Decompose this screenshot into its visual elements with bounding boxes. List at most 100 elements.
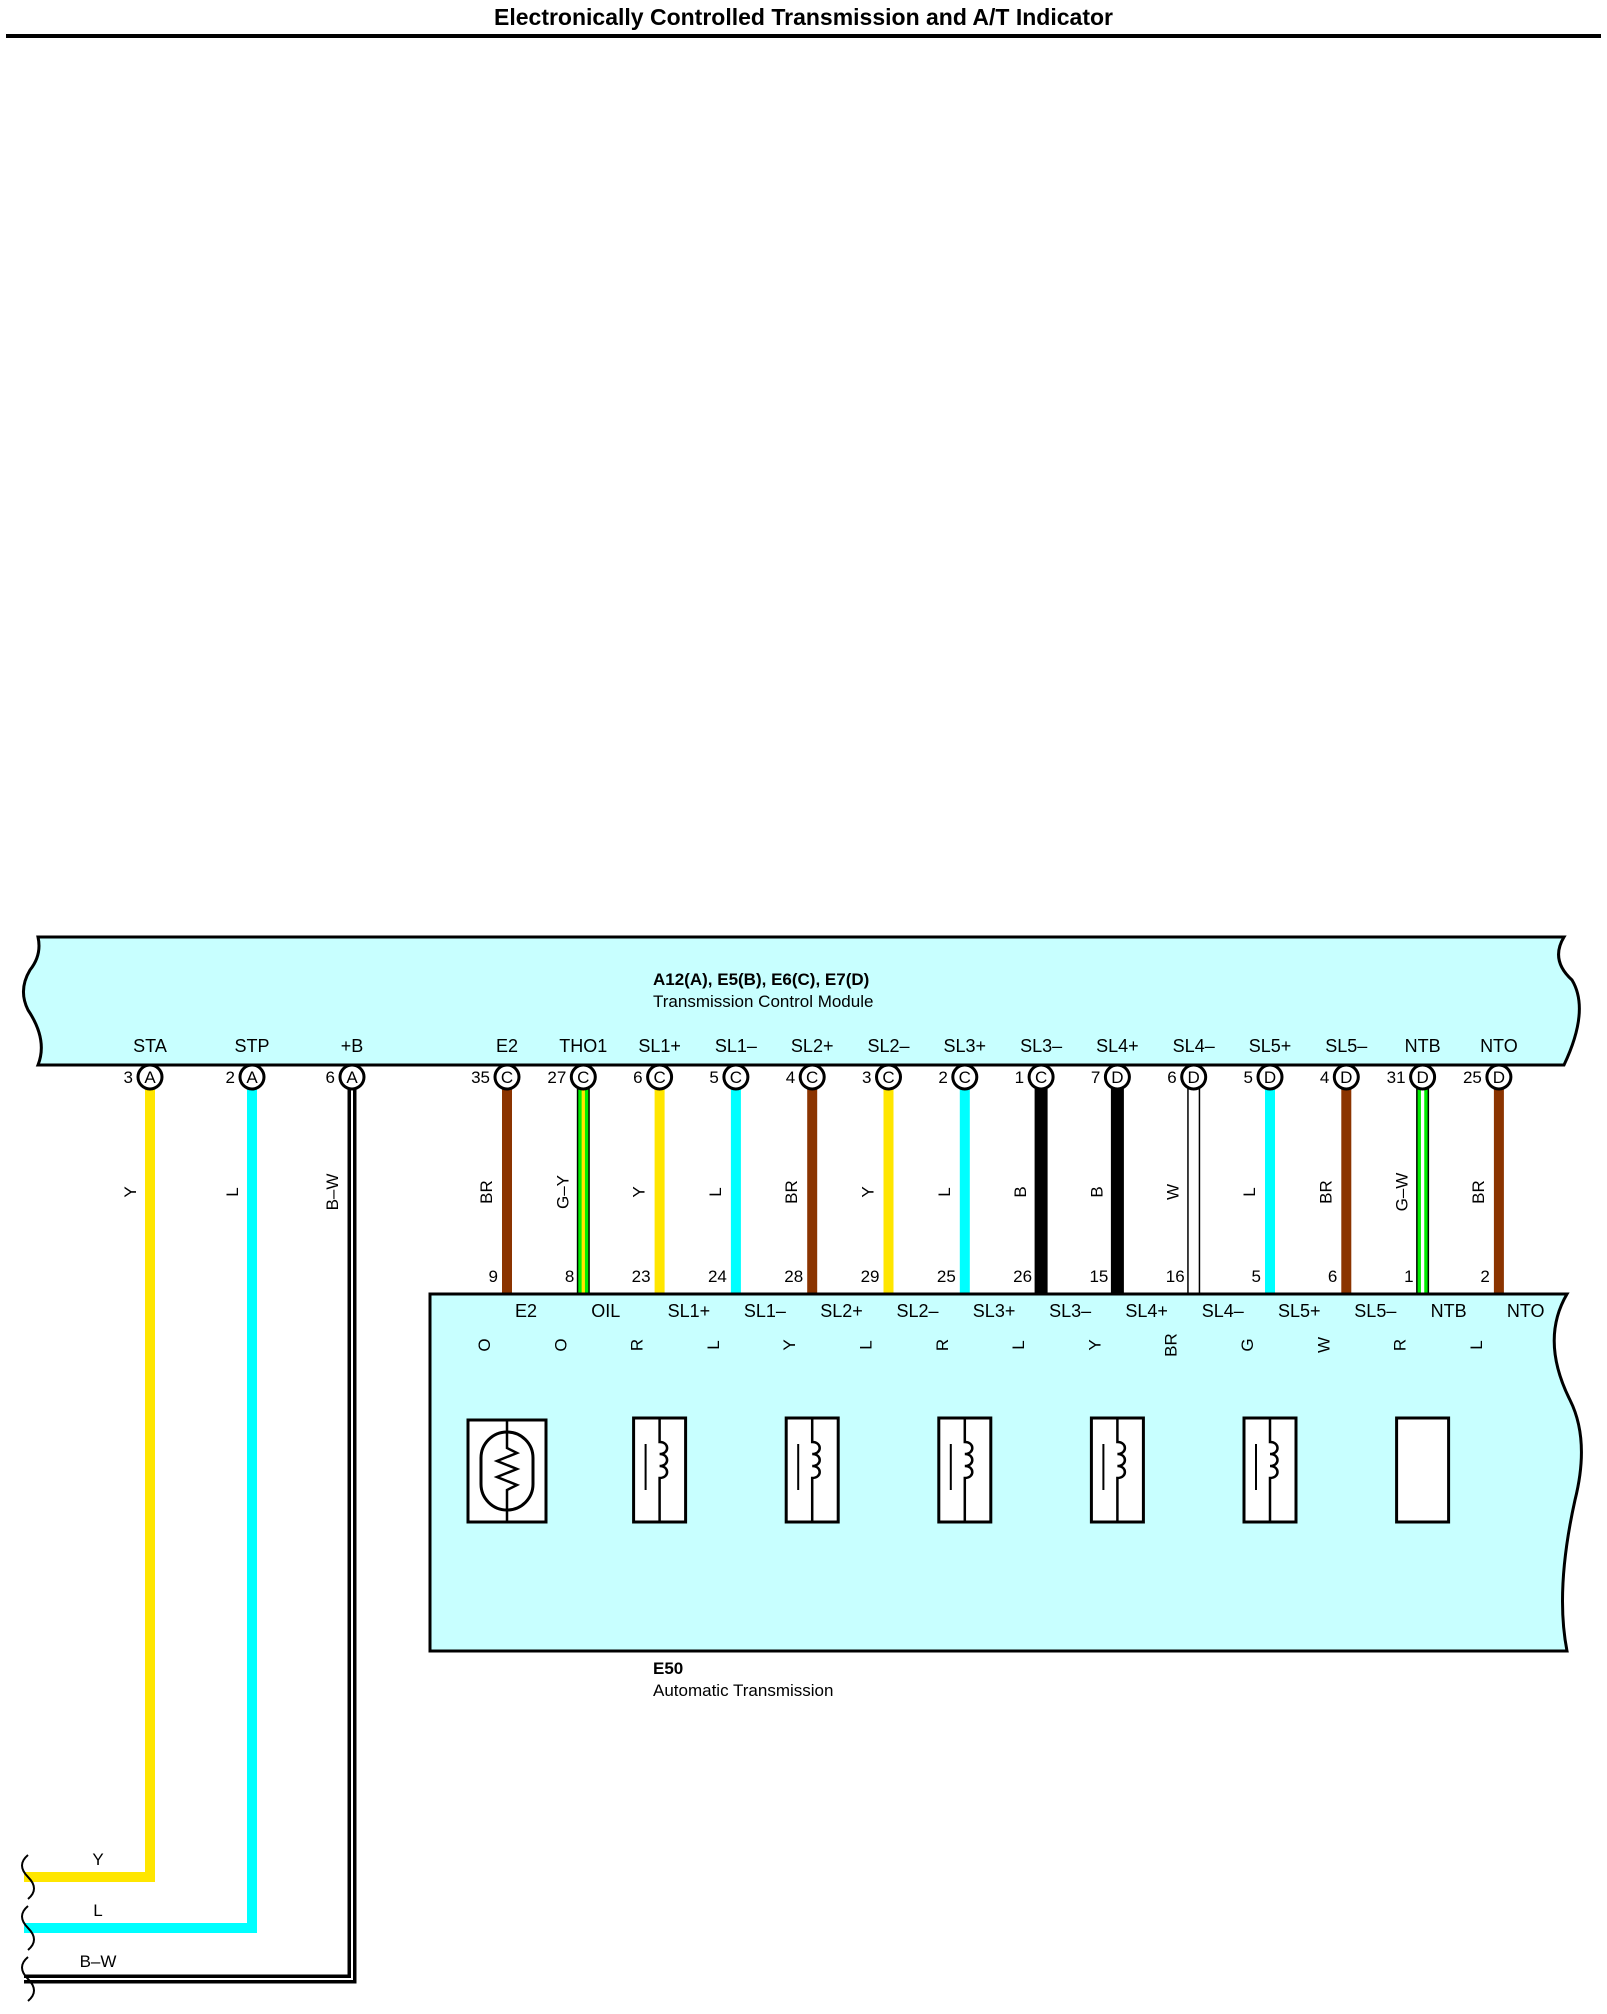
coil-icon: [1268, 1418, 1279, 1522]
tcm-e2-connector: [493, 1063, 521, 1091]
coil-icon: [658, 1418, 669, 1522]
inner-wire-color-code: L: [1009, 1340, 1028, 1349]
tcm-e2-pin-number: 35: [471, 1068, 490, 1087]
wire-stp: [24, 1077, 257, 1933]
tcm-sl3minus-connector: [1027, 1063, 1055, 1091]
tcm-terminal-label: SL4–: [1173, 1036, 1215, 1056]
trans-terminal-label: SL5+: [1278, 1301, 1321, 1321]
inner-wire-color-code: Y: [780, 1339, 799, 1350]
lead-break-mark-1: [21, 1905, 35, 1951]
tcm-nto-connector-letter: D: [1493, 1068, 1505, 1087]
tcm-sl3minus-pin-number: 1: [1015, 1068, 1024, 1087]
tcm-sl1plus-connector: [646, 1063, 674, 1091]
trans-pin-number: 1: [1404, 1267, 1413, 1286]
inner-wire-color-code: G: [1238, 1338, 1257, 1351]
tcm-terminal-label: SL3–: [1020, 1036, 1062, 1056]
wire-tho1-color-code: G–Y: [553, 1175, 572, 1209]
trans-pin-number: 6: [1328, 1267, 1337, 1286]
trans-pin-number: 9: [489, 1267, 498, 1286]
wire-sl3plus-color-code: L: [935, 1187, 954, 1196]
tcm-sl2minus-connector: [875, 1063, 902, 1091]
tcm-sl1minus-connector: [722, 1063, 750, 1091]
inner-wire-color-code: R: [628, 1339, 647, 1351]
tcm-sl5plus-connector: [1256, 1063, 1284, 1091]
trans-terminal-label: NTB: [1431, 1301, 1467, 1321]
inner-wire-color-code: BR: [1162, 1333, 1181, 1357]
coil-icon: [963, 1418, 974, 1522]
wire-sl2minus-color-code: Y: [859, 1186, 878, 1197]
tcm-sl4minus-connector: [1180, 1063, 1208, 1091]
tcm-name: Transmission Control Module: [653, 992, 873, 1011]
trans-pin-number: 25: [937, 1267, 956, 1286]
tcm-sl5plus-pin-number: 5: [1244, 1068, 1253, 1087]
trans-name: Automatic Transmission: [653, 1681, 833, 1700]
trans-terminal-label: SL4–: [1202, 1301, 1244, 1321]
tcm-tho1-connector-letter: C: [577, 1068, 589, 1087]
inner-wire-color-code: L: [1467, 1340, 1486, 1349]
tcm-terminal-stp: STP: [234, 1036, 269, 1056]
wire-sl1plus-color-code: Y: [630, 1186, 649, 1197]
wire-plusb-color-code: B–W: [323, 1174, 342, 1211]
tcm-plusb-connector: [338, 1063, 366, 1091]
wire-sl4plus-color-code: B: [1087, 1186, 1106, 1197]
coil-icon: [810, 1418, 821, 1522]
trans-pin-number: 24: [708, 1267, 727, 1286]
wire-nto-color-code: BR: [1469, 1180, 1488, 1204]
tcm-sl3plus-connector: [951, 1063, 979, 1091]
trans-pin-number: 2: [1480, 1267, 1489, 1286]
title-rule: [6, 34, 1601, 38]
trans-terminal-label: E2: [515, 1301, 537, 1321]
lead-label-0: Y: [92, 1850, 103, 1869]
trans-terminal-label: SL2–: [897, 1301, 939, 1321]
tcm-terminal-label: SL2+: [791, 1036, 834, 1056]
tcm-sl3plus-pin-number: 2: [938, 1068, 947, 1087]
wire-ntb-color-code: G–W: [1393, 1173, 1412, 1212]
inner-wire-color-code: R: [1391, 1339, 1410, 1351]
tcm-sl5plus-connector-letter: D: [1264, 1068, 1276, 1087]
tcm-sl2minus-connector-letter: C: [882, 1068, 894, 1087]
trans-terminal-label: SL1–: [744, 1301, 786, 1321]
transmission-panel: [428, 1292, 1583, 1653]
tcm-ntb-connector: [1409, 1063, 1437, 1091]
tcm-sl5minus-connector: [1332, 1063, 1360, 1091]
lead-break-mark-0: [21, 1854, 35, 1900]
tcm-ntb-pin-number: 31: [1387, 1068, 1406, 1087]
inner-wire-color-code: W: [1314, 1337, 1333, 1353]
wire-sta: [24, 1077, 155, 1882]
tcm-sl2plus-connector: [798, 1063, 826, 1091]
tcm-sl1plus-connector-letter: C: [653, 1068, 665, 1087]
tcm-sl2minus-pin-number: 3: [862, 1068, 871, 1087]
trans-terminal-label: SL3+: [973, 1301, 1016, 1321]
trans-pin-number: 28: [784, 1267, 803, 1286]
tcm-sl2plus-pin-number: 4: [786, 1068, 795, 1087]
tcm-terminal-label: NTB: [1405, 1036, 1441, 1056]
wire-stp-color-code: L: [223, 1187, 242, 1196]
tcm-sl1minus-connector-letter: C: [730, 1068, 742, 1087]
tcm-sl3plus-connector-letter: C: [959, 1068, 971, 1087]
tcm-terminal-label: SL1–: [715, 1036, 757, 1056]
tcm-sta-connector: [136, 1063, 164, 1091]
trans-pin-number: 29: [861, 1267, 880, 1286]
thermistor-zigzag-icon: [493, 1420, 521, 1522]
tcm-sl2plus-connector-letter: C: [806, 1068, 818, 1087]
tcm-sl4minus-pin-number: 6: [1167, 1068, 1176, 1087]
tcm-terminal-label: THO1: [559, 1036, 607, 1056]
tcm-tho1-pin-number: 27: [547, 1068, 566, 1087]
tcm-nto-connector: [1485, 1063, 1513, 1091]
tcm-stp-connector-letter: A: [246, 1068, 258, 1087]
tcm-terminal-label: NTO: [1480, 1036, 1518, 1056]
trans-terminal-label: SL2+: [820, 1301, 863, 1321]
tcm-sl4plus-pin-number: 7: [1091, 1068, 1100, 1087]
wire-sl5minus-color-code: BR: [1316, 1180, 1335, 1204]
trans-terminal-label: NTO: [1507, 1301, 1545, 1321]
inner-wire-color-code: L: [857, 1340, 876, 1349]
tcm-sl1minus-pin-number: 5: [709, 1068, 718, 1087]
tcm-sl4minus-connector-letter: D: [1188, 1068, 1200, 1087]
trans-pin-number: 15: [1089, 1267, 1108, 1286]
labels-and-connectors-layer: STAA3YSTPA2L+BA6B–WYLB–WE2C35BR9E2OTHO1C…: [21, 1036, 1545, 2002]
wire-plusb-stripe: [24, 1077, 353, 1980]
tcm-sl5minus-connector-letter: D: [1340, 1068, 1352, 1087]
tcm-terminal-label: SL3+: [944, 1036, 987, 1056]
trans-pin-number: 5: [1252, 1267, 1261, 1286]
